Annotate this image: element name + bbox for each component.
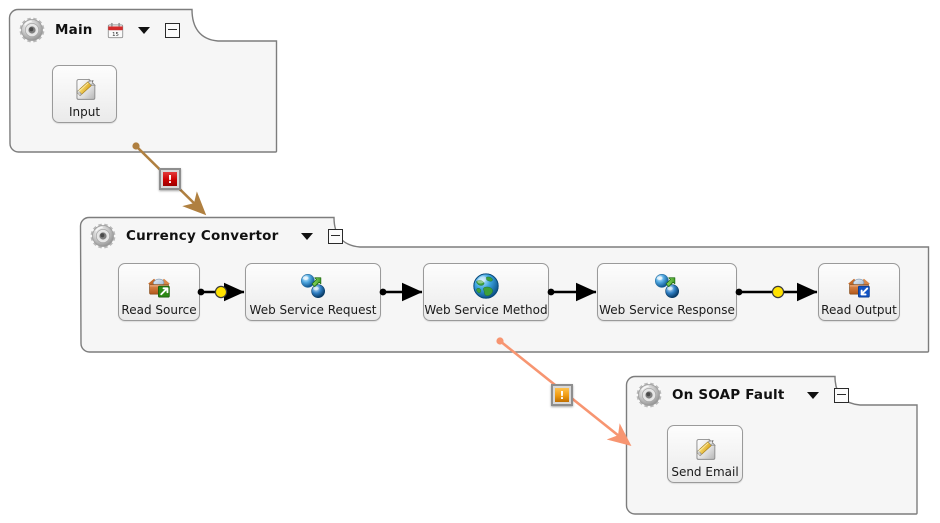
chevron-down-icon[interactable] — [300, 232, 313, 240]
error-exclamation-icon: ! — [163, 172, 177, 186]
open-box-in-icon — [844, 271, 874, 301]
web-service-response-icon — [652, 271, 682, 301]
fault-badge[interactable]: ! — [551, 384, 573, 406]
document-pencil-icon — [70, 73, 100, 103]
scope-main[interactable]: Main Input — [8, 8, 278, 153]
node-web-service-method[interactable]: Web Service Method — [423, 263, 549, 321]
node-read-output[interactable]: Read Output — [818, 263, 900, 321]
chevron-down-icon[interactable] — [137, 26, 150, 34]
node-label: Web Service Response — [599, 303, 735, 317]
error-badge[interactable]: ! — [159, 168, 181, 190]
node-input[interactable]: Input — [52, 65, 117, 123]
scope-currency-convertor[interactable]: Currency Convertor Read Source Web Servi… — [79, 216, 930, 353]
scope-on-soap-fault[interactable]: On SOAP Fault Send Email — [625, 375, 919, 515]
web-service-request-icon — [298, 271, 328, 301]
node-label: Read Source — [121, 303, 197, 317]
node-send-email[interactable]: Send Email — [667, 425, 743, 483]
node-label: Input — [68, 105, 101, 119]
chevron-down-icon[interactable] — [806, 391, 819, 399]
node-web-service-response[interactable]: Web Service Response — [597, 263, 737, 321]
node-label: Web Service Method — [424, 303, 548, 317]
open-box-out-icon — [144, 271, 174, 301]
node-label: Read Output — [821, 303, 897, 317]
minimize-icon[interactable] — [164, 22, 180, 38]
warning-exclamation-icon: ! — [555, 388, 569, 402]
globe-icon — [471, 271, 501, 301]
minimize-icon[interactable] — [833, 387, 849, 403]
node-web-service-request[interactable]: Web Service Request — [245, 263, 381, 321]
minimize-icon[interactable] — [327, 228, 343, 244]
node-label: Send Email — [671, 465, 739, 479]
node-label: Web Service Request — [249, 303, 377, 317]
node-read-source[interactable]: Read Source — [118, 263, 200, 321]
document-pencil-icon — [690, 433, 720, 463]
